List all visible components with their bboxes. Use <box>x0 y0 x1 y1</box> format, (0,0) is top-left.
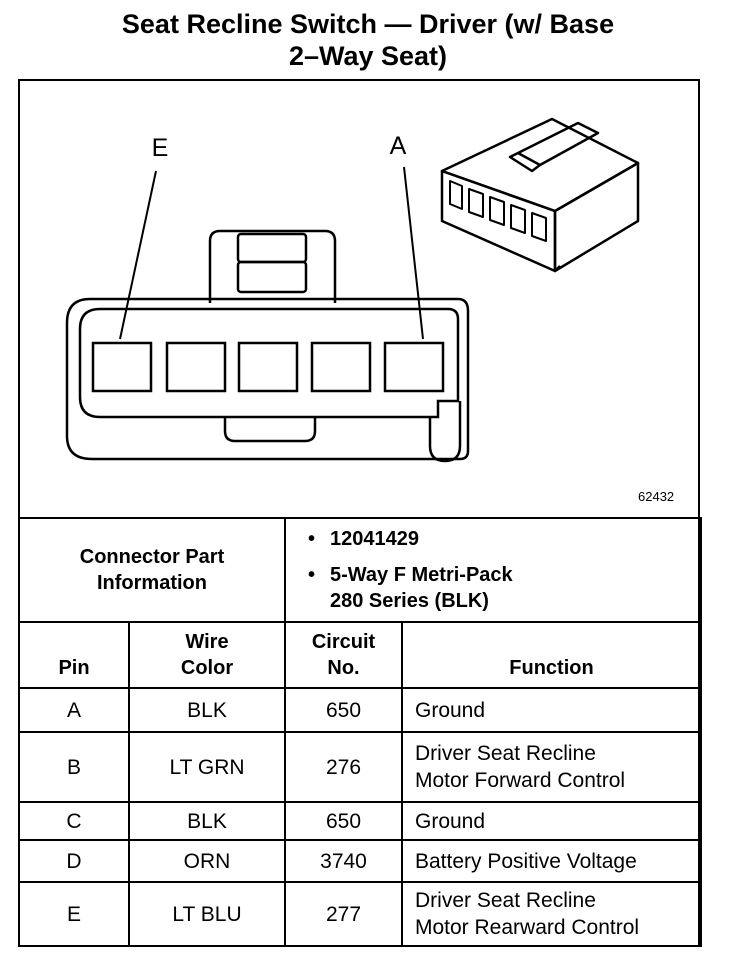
pin-cell: D <box>18 839 130 883</box>
circuit-cell: 277 <box>284 881 403 947</box>
connector-pinout-table: Connector Part Information • 12041429 • … <box>18 517 702 947</box>
title-line-1: Seat Recline Switch — Driver (w/ Base <box>121 9 615 39</box>
connector-side-latch <box>428 401 462 463</box>
iso-latch-ridge <box>508 121 600 173</box>
function-line-1: Battery Positive Voltage <box>415 849 637 873</box>
pin-header-label: Pin <box>58 657 90 679</box>
function-line-1: Driver Seat Recline <box>415 742 596 765</box>
connector-info-values: • 12041429 • 5-Way F Metri-Pack 280 Seri… <box>284 517 702 623</box>
pin-e-leader-line <box>119 170 157 340</box>
connector-diagram: E A <box>65 117 640 463</box>
pin-cell: E <box>18 881 130 947</box>
function-header-label: Function <box>509 657 594 679</box>
iso-side-face <box>553 161 640 273</box>
terminal-cavity-b <box>310 341 372 393</box>
wire-color-header: Wire Color <box>128 621 286 689</box>
connector-description-line-1: 5-Way F Metri-Pack <box>330 564 513 586</box>
iso-cavity-1 <box>449 180 463 210</box>
table-row: B LT GRN 276 Driver Seat Recline Motor F… <box>18 731 702 803</box>
circuit-cell: 650 <box>284 687 403 733</box>
wire-color-cell: BLK <box>128 687 286 733</box>
bullet-icon: • <box>308 564 316 586</box>
pin-e-callout-label: E <box>152 134 169 162</box>
locking-tab <box>208 229 337 303</box>
connector-inner-body <box>78 307 460 419</box>
connector-description-line-2: 280 Series (BLK) <box>330 590 489 612</box>
wire-color-cell: BLK <box>128 801 286 841</box>
iso-cavity-4 <box>510 204 526 234</box>
function-line-1: Driver Seat Recline <box>415 889 596 912</box>
tab-inner-bottom <box>236 260 308 294</box>
iso-cavity-5 <box>531 212 547 242</box>
circuit-header: Circuit No. <box>284 621 403 689</box>
wire-color-cell: LT BLU <box>128 881 286 947</box>
connector-isometric-view <box>440 117 640 273</box>
terminal-cavity-a <box>383 341 445 393</box>
iso-bottom-lip <box>554 265 561 272</box>
function-cell: Driver Seat Recline Motor Rearward Contr… <box>401 881 702 947</box>
connector-outer-body <box>65 297 470 461</box>
table-row: A BLK 650 Ground <box>18 687 702 733</box>
table-row: E LT BLU 277 Driver Seat Recline Motor R… <box>18 881 702 947</box>
function-cell: Driver Seat Recline Motor Forward Contro… <box>401 731 702 803</box>
function-cell: Ground <box>401 801 702 841</box>
function-line-1: Ground <box>415 698 486 722</box>
part-number-item: • 12041429 <box>308 526 700 552</box>
function-header: Function <box>401 621 702 689</box>
table-row: C BLK 650 Ground <box>18 801 702 841</box>
circuit-header-line-1: Circuit <box>311 631 376 653</box>
connector-description-item: • 5-Way F Metri-Pack 280 Series (BLK) <box>308 562 700 614</box>
connector-face-view <box>65 229 470 463</box>
tab-inner-top <box>236 232 308 264</box>
pin-a-leader-line <box>403 166 424 340</box>
table-header-row: Pin Wire Color Circuit No. Function <box>18 621 702 689</box>
connector-bottom-key <box>223 417 317 443</box>
title-line-2: 2–Way Seat) <box>288 41 448 71</box>
pin-cell: A <box>18 687 130 733</box>
wire-color-cell: LT GRN <box>128 731 286 803</box>
terminal-cavity-c <box>237 341 299 393</box>
iso-cavities <box>449 180 547 242</box>
wire-color-header-line-2: Color <box>180 657 234 679</box>
function-line-2: Motor Forward Control <box>415 769 626 792</box>
pin-cell: C <box>18 801 130 841</box>
table-row: D ORN 3740 Battery Positive Voltage <box>18 839 702 883</box>
circuit-cell: 3740 <box>284 839 403 883</box>
figure-number: 62432 <box>638 489 675 504</box>
function-cell: Ground <box>401 687 702 733</box>
circuit-cell: 276 <box>284 731 403 803</box>
iso-front-face <box>440 169 557 273</box>
terminal-cavity-d <box>165 341 227 393</box>
iso-cavity-2 <box>468 188 484 218</box>
function-cell: Battery Positive Voltage <box>401 839 702 883</box>
bullet-icon: • <box>308 528 316 550</box>
part-number: 12041429 <box>330 528 419 550</box>
function-line-2: Motor Rearward Control <box>415 916 640 939</box>
wire-color-cell: ORN <box>128 839 286 883</box>
function-line-1: Ground <box>415 809 486 833</box>
terminal-cavity-e <box>91 341 153 393</box>
diagram-frame <box>18 79 700 947</box>
iso-cavity-3 <box>489 196 505 226</box>
pin-cell: B <box>18 731 130 803</box>
wire-color-header-line-1: Wire <box>185 631 229 653</box>
circuit-header-line-2: No. <box>327 657 360 679</box>
pin-header: Pin <box>18 621 130 689</box>
connector-info-label-line-2: Information <box>97 572 207 594</box>
connector-info-row: Connector Part Information • 12041429 • … <box>18 517 702 623</box>
circuit-cell: 650 <box>284 801 403 841</box>
connector-info-label-line-1: Connector Part <box>79 546 225 568</box>
pin-a-callout-label: A <box>390 132 407 160</box>
connector-info-label: Connector Part Information <box>18 517 286 623</box>
page-title: Seat Recline Switch — Driver (w/ Base 2–… <box>0 8 736 72</box>
